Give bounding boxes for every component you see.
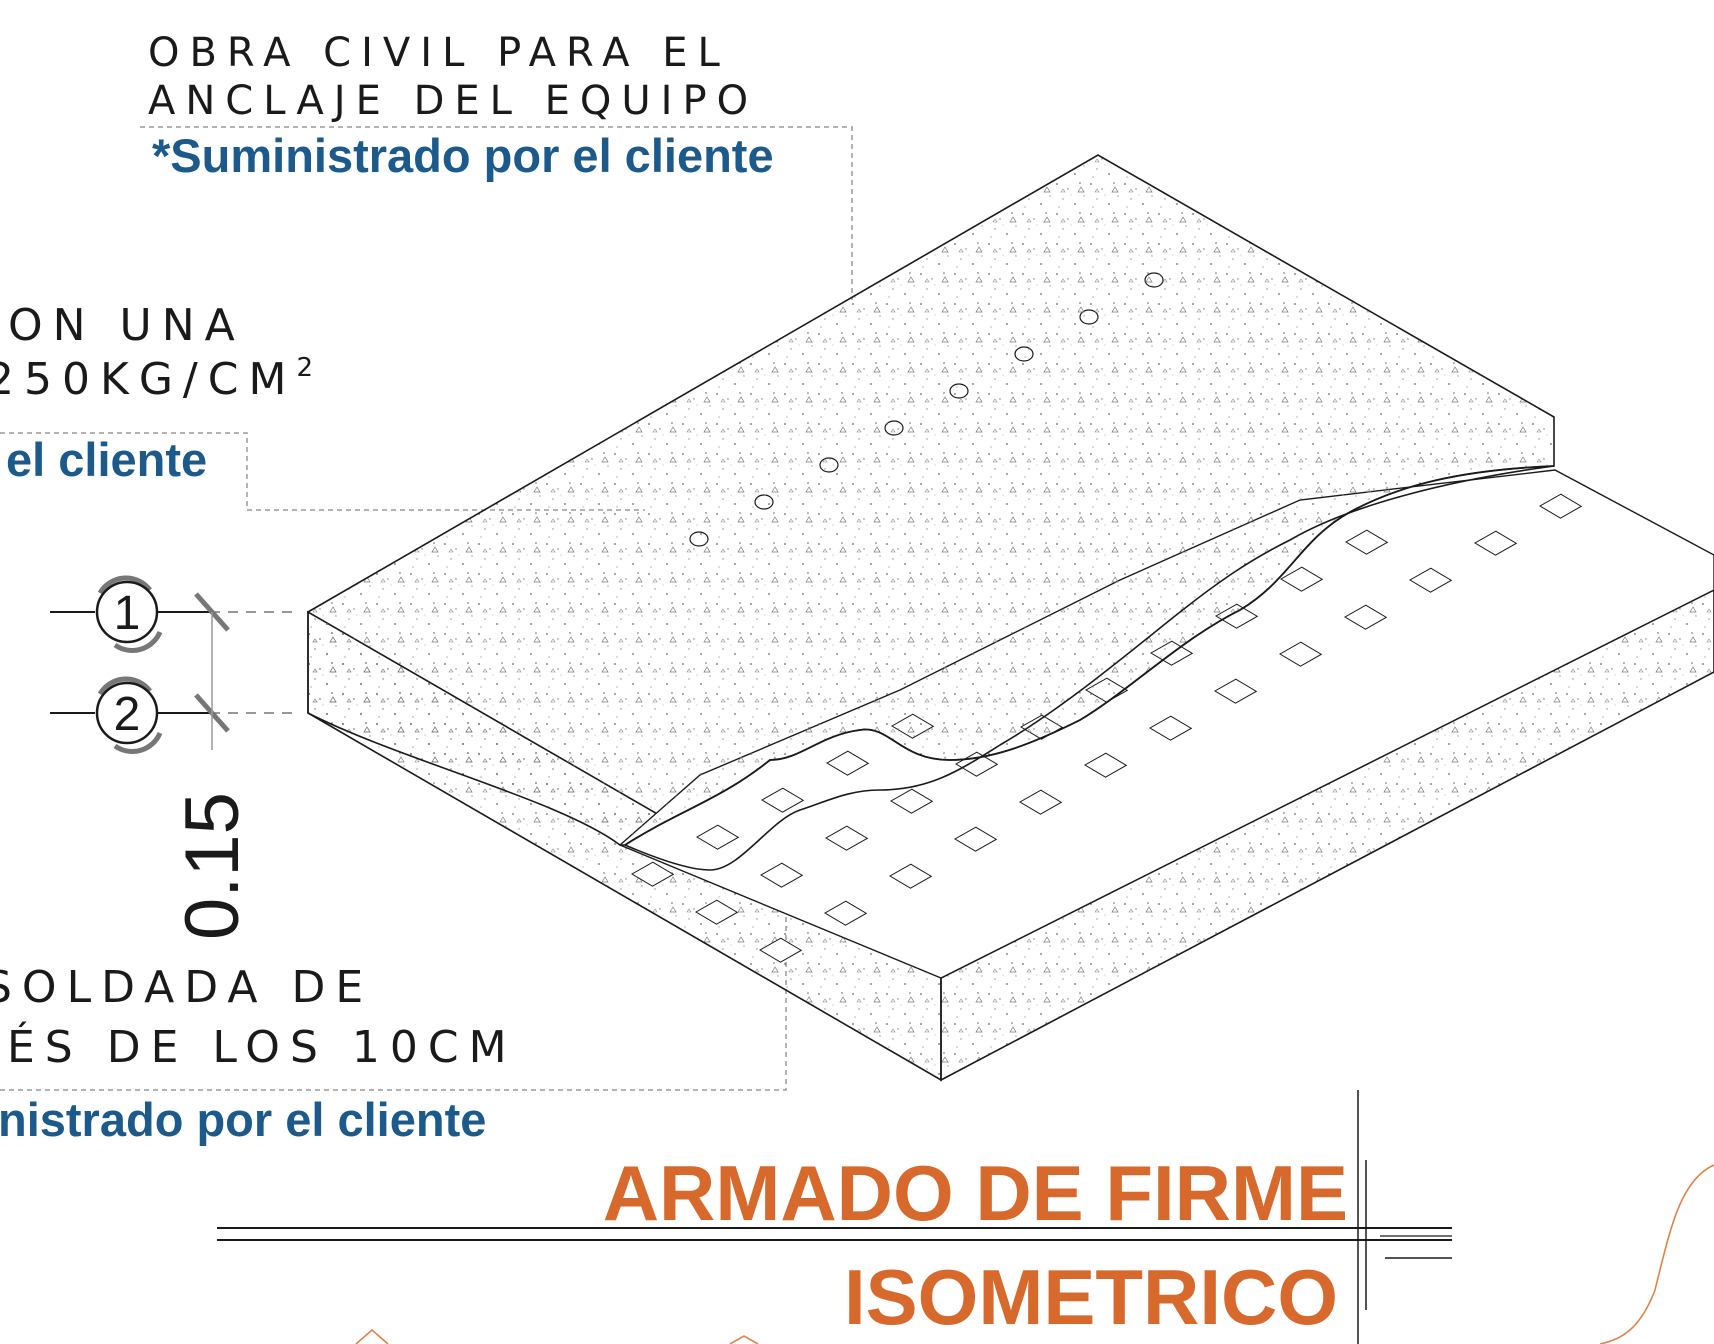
mesh-cell <box>1084 752 1128 778</box>
middle-note-line1: ON UNA <box>8 300 245 351</box>
mesh-cell <box>889 863 933 889</box>
top-note-supplied: *Suministrado por el cliente <box>152 129 774 182</box>
middle-note-superscript: 2 <box>296 353 313 383</box>
level-marker-1-label: 1 <box>114 587 141 640</box>
mesh-cell <box>759 937 803 963</box>
middle-note-line2-text: 250KG/CM <box>0 354 297 405</box>
level-marker-1 <box>50 575 300 653</box>
mesh-cell <box>1149 715 1193 741</box>
mesh-cell <box>954 826 998 852</box>
drawing-subtitle: ISOMETRICO <box>843 1253 1338 1341</box>
mesh-cell <box>1214 678 1258 704</box>
bottom-note-supplied: nistrado por el cliente <box>0 1093 487 1146</box>
dimension-value: 0.15 <box>170 792 255 940</box>
mesh-cell <box>824 900 868 926</box>
mesh-cell <box>1474 530 1518 556</box>
mesh-cell <box>826 750 870 776</box>
concrete-top-layer <box>307 154 1555 871</box>
mesh-cell <box>825 825 869 851</box>
mesh-cell <box>1280 566 1324 592</box>
mesh-cell <box>1539 493 1583 519</box>
border-curve <box>355 1164 1714 1344</box>
mesh-cell <box>696 824 740 850</box>
level-marker-2 <box>50 676 300 754</box>
mesh-cell <box>1344 604 1388 630</box>
level-marker-2-label: 2 <box>114 688 141 741</box>
top-note-line2: ANCLAJE DEL EQUIPO <box>148 78 759 124</box>
middle-note-line2: 250KG/CM2 <box>0 353 313 405</box>
bottom-note-line2: JÉS DE LOS 10CM <box>0 1022 517 1073</box>
bottom-note-line1: SOLDADA DE <box>0 962 374 1013</box>
mesh-cell <box>1019 789 1063 815</box>
mesh-cell <box>1345 529 1389 555</box>
mesh-cell <box>890 788 934 814</box>
top-note-line1: OBRA CIVIL PARA EL <box>148 30 730 76</box>
mesh-cell <box>760 862 804 888</box>
mesh-cell <box>1409 567 1453 593</box>
mesh-cell <box>761 787 805 813</box>
middle-note-supplied: el cliente <box>6 433 208 486</box>
mesh-cell <box>631 861 675 887</box>
drawing-title: ARMADO DE FIRME <box>602 1149 1348 1237</box>
leader-lines <box>0 126 853 1091</box>
mesh-cell <box>695 899 739 925</box>
title-block-lines <box>217 1090 1452 1344</box>
mesh-cell <box>1279 641 1323 667</box>
